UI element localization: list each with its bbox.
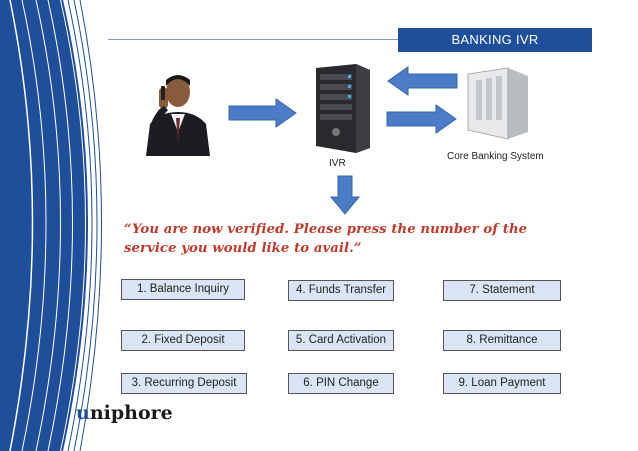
left-stripe-decoration bbox=[0, 0, 102, 451]
menu-option-recurring-deposit[interactable]: 3. Recurring Deposit bbox=[121, 373, 247, 394]
menu-option-funds-transfer[interactable]: 4. Funds Transfer bbox=[288, 280, 394, 301]
ivr-label: IVR bbox=[329, 158, 346, 169]
arrow-core-to-ivr bbox=[387, 66, 458, 96]
core-banking-label: Core Banking System bbox=[447, 151, 544, 162]
menu-option-loan-payment[interactable]: 9. Loan Payment bbox=[443, 373, 561, 394]
header-rule bbox=[108, 39, 398, 40]
ivr-server-icon bbox=[316, 64, 370, 153]
verification-prompt-text: “You are now verified. Please press the … bbox=[124, 222, 528, 256]
caller-person-image bbox=[140, 66, 216, 156]
menu-option-balance-inquiry[interactable]: 1. Balance Inquiry bbox=[121, 279, 245, 300]
logo-rest: niphore bbox=[89, 402, 173, 424]
arrow-ivr-to-core bbox=[386, 104, 457, 134]
core-banking-server-icon bbox=[467, 67, 528, 140]
arrow-caller-to-ivr bbox=[228, 98, 297, 128]
menu-option-card-activation[interactable]: 5. Card Activation bbox=[288, 330, 394, 351]
arrow-ivr-down bbox=[330, 175, 360, 215]
menu-option-remittance[interactable]: 8. Remittance bbox=[443, 330, 561, 351]
menu-option-pin-change[interactable]: 6. PIN Change bbox=[288, 373, 394, 394]
uniphore-logo: uniphore bbox=[76, 402, 173, 424]
page-title: BANKING IVR bbox=[398, 28, 592, 52]
logo-u: u bbox=[76, 402, 90, 424]
menu-option-statement[interactable]: 7. Statement bbox=[443, 280, 561, 301]
menu-option-fixed-deposit[interactable]: 2. Fixed Deposit bbox=[121, 330, 245, 351]
